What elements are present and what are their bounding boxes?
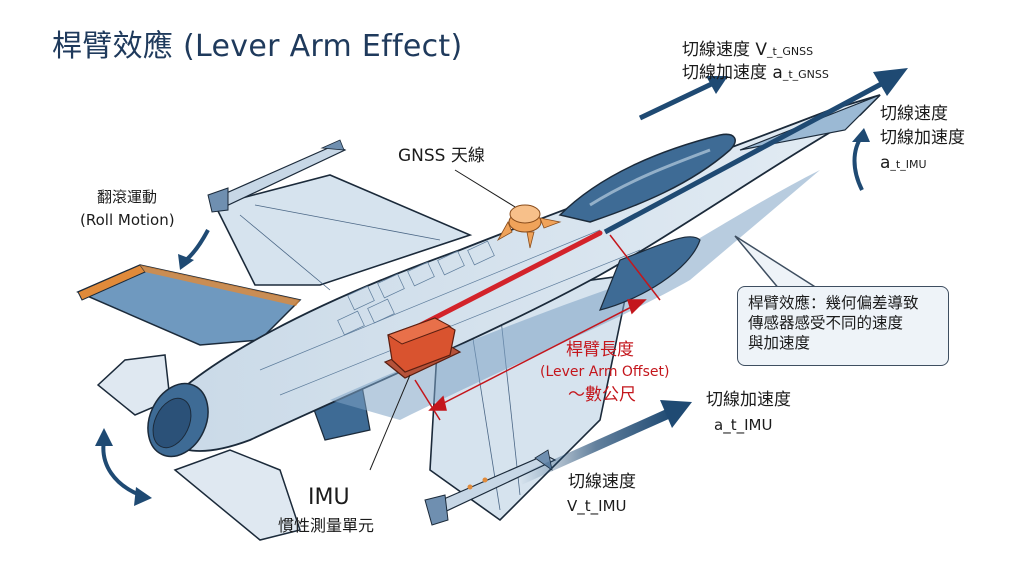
lever-arm-bar: [412, 230, 603, 331]
imu-acceleration-symbol: a_t_IMU: [714, 416, 773, 434]
upper-wing: [213, 174, 473, 291]
lever-arm-offset-label: (Lever Arm Offset): [540, 364, 670, 380]
imu-velocity-label: 切線速度: [568, 472, 636, 492]
gnss-acceleration-label: 切線加速度 a_t_GNSS: [682, 63, 829, 84]
upper-missile: [207, 139, 347, 213]
gnss-antenna: [454, 169, 562, 249]
gnss-velocity-label: 切線速度 V_t_GNSS: [682, 40, 813, 61]
roll-arrowhead: [178, 254, 194, 270]
pitch-double-arrow: [95, 428, 152, 506]
nose-curved-arrow: [852, 134, 864, 191]
gnss-leader-line: [454, 169, 521, 211]
gnss-velocity-subscript: _t_GNSS: [767, 45, 814, 58]
callout-pointer: [734, 235, 823, 291]
roll-arrow: [184, 229, 210, 262]
imu-leader-line: [369, 374, 411, 471]
page-title: 桿臂效應 (Lever Arm Effect): [52, 29, 463, 64]
gnss-velocity-arrow: [638, 76, 728, 121]
imu-subtitle-label: 慣性測量單元: [278, 516, 375, 535]
lever-arm-callout: 桿臂效應：幾何偏差導致 傳感器感受不同的速度 與加速度: [737, 286, 949, 366]
imu-velocity-symbol: V_t_IMU: [567, 497, 627, 515]
horizontal-stabilizer: [76, 264, 302, 346]
lever-arm-dimension: [414, 234, 661, 421]
gnss-velocity-text: 切線速度 V: [682, 40, 768, 60]
gnss-antenna-label: GNSS 天線: [398, 146, 485, 166]
nose-symbol-text: a: [880, 153, 891, 173]
roll-motion-label-en: (Roll Motion): [80, 211, 175, 229]
imu-unit: [369, 317, 462, 471]
engine-nozzle: [147, 382, 209, 458]
gnss-acceleration-text: 切線加速度 a: [682, 63, 783, 83]
nose-acceleration-label: 切線加速度: [880, 128, 965, 148]
lever-arm-length-label: 桿臂長度: [566, 340, 634, 360]
callout-line-1: 桿臂效應：幾何偏差導致: [748, 294, 919, 312]
callout-line-2: 傳感器感受不同的速度: [748, 314, 904, 333]
callout-line-3: 與加速度: [748, 334, 811, 353]
imu-acceleration-label: 切線加速度: [706, 390, 791, 410]
lever-arm-value-label: ～數公尺: [568, 385, 636, 405]
gnss-acceleration-subscript: _t_GNSS: [782, 68, 829, 81]
imu-title-label: IMU: [308, 485, 350, 510]
gnss-acceleration-arrow: [603, 68, 908, 235]
nose-curved-arrowhead: [852, 128, 870, 142]
nose-symbol-subscript: _t_IMU: [890, 158, 927, 171]
nose-symbol-label: a_t_IMU: [880, 153, 927, 174]
roll-motion-label-zh: 翻滾運動: [97, 188, 158, 206]
imu-velocity-arrow: [517, 400, 692, 485]
nose-velocity-label: 切線速度: [880, 104, 948, 124]
